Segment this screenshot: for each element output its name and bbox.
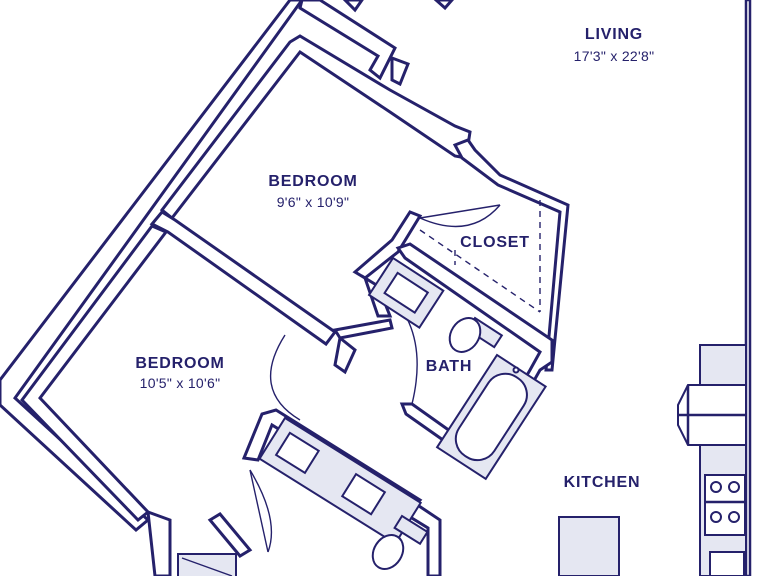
living-label: LIVING [585,26,643,43]
kitchen-island [558,516,620,576]
bath-2-sink-icon-2 [340,472,387,516]
exterior-wall-right [744,0,752,576]
closet-label: CLOSET [460,234,530,251]
bedroom-2-walls [20,224,394,523]
kitchen-counter-top [699,344,747,386]
kitchen-label: KITCHEN [564,474,641,491]
room-labels: LIVING 17'3" x 22'8" BEDROOM 9'6" x 10'9… [135,26,654,491]
bath-1-label: BATH [426,358,472,375]
top-partition-walls [298,0,454,87]
kitchen-sink-icon [709,551,745,576]
bedroom-1-door [419,204,501,228]
bath-1-fixtures [367,256,548,481]
bath-2-sink-icon [274,431,321,475]
bath-2-toilet-icon [371,534,405,570]
bath-2-fixtures [177,416,429,576]
bedroom-2-dims: 10'5" x 10'6" [140,375,221,391]
bath-2-door [249,469,273,553]
bedroom-1-dims: 9'6" x 10'9" [277,194,350,210]
exterior-wall-left [0,0,304,576]
closet-dashed-lines [419,200,541,313]
living-dims: 17'3" x 22'8" [574,48,655,64]
kitchen-fixtures [558,344,747,576]
linen-box [177,553,237,576]
bath-1-sink-icon [383,271,430,315]
bath-1-toilet-icon [448,317,482,353]
bedroom-2-door [270,334,301,421]
bedroom-1-label: BEDROOM [268,173,357,190]
bedroom-2-label: BEDROOM [135,355,224,372]
bath-2-toilet-tank-icon [393,514,429,546]
bedroom-1-walls [149,34,570,372]
